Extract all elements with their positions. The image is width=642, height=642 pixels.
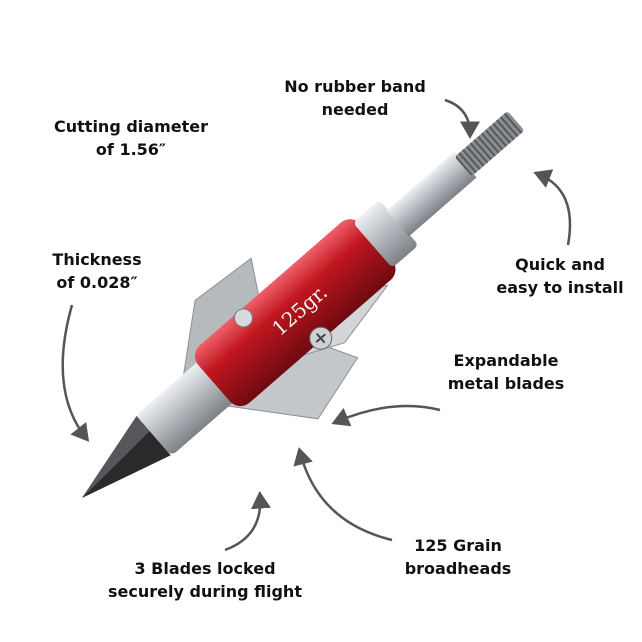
callout-no-rubber-band: No rubber band needed [284, 75, 426, 121]
callout-line: needed [321, 100, 389, 119]
callout-blades-locked: 3 Blades locked securely during flight [108, 557, 302, 603]
callout-line: easy to install [496, 278, 624, 297]
arrow-thickness [61, 304, 90, 442]
arrow-no-rubber-band [444, 98, 480, 139]
arrow-quick-install [533, 169, 572, 246]
callout-quick-install: Quick and easy to install [496, 253, 623, 299]
shaft [386, 151, 477, 237]
threads [455, 112, 524, 176]
callout-line: 125 Grain [414, 536, 502, 555]
callout-line: broadheads [404, 559, 512, 578]
tip [82, 416, 171, 498]
callout-grain: 125 Grain broadheads [405, 534, 512, 580]
callout-line: Thickness [52, 250, 142, 269]
callout-line: securely during flight [108, 582, 302, 601]
callout-line: 3 Blades locked [134, 559, 276, 578]
collar [354, 201, 417, 267]
callout-line: No rubber band [284, 77, 426, 96]
arrow-grain [293, 447, 393, 542]
callout-line: of 0.028″ [56, 273, 138, 292]
callout-line: metal blades [447, 374, 565, 393]
arrow-blades-locked [224, 491, 271, 552]
callout-line: Expandable [453, 351, 559, 370]
arrow-expandable-blades [331, 404, 441, 427]
callout-line: Cutting diameter [54, 117, 208, 136]
callout-cutting-diameter: Cutting diameter of 1.56″ [54, 115, 208, 161]
red-body [194, 219, 396, 407]
callout-expandable-blades: Expandable metal blades [448, 349, 565, 395]
pivot-pin [233, 308, 253, 328]
callout-thickness: Thickness of 0.028″ [52, 248, 141, 294]
callout-line: of 1.56″ [95, 140, 167, 159]
ferrule [138, 361, 234, 454]
broadhead: 125gr. [82, 112, 524, 498]
callout-line: Quick and [515, 255, 605, 274]
